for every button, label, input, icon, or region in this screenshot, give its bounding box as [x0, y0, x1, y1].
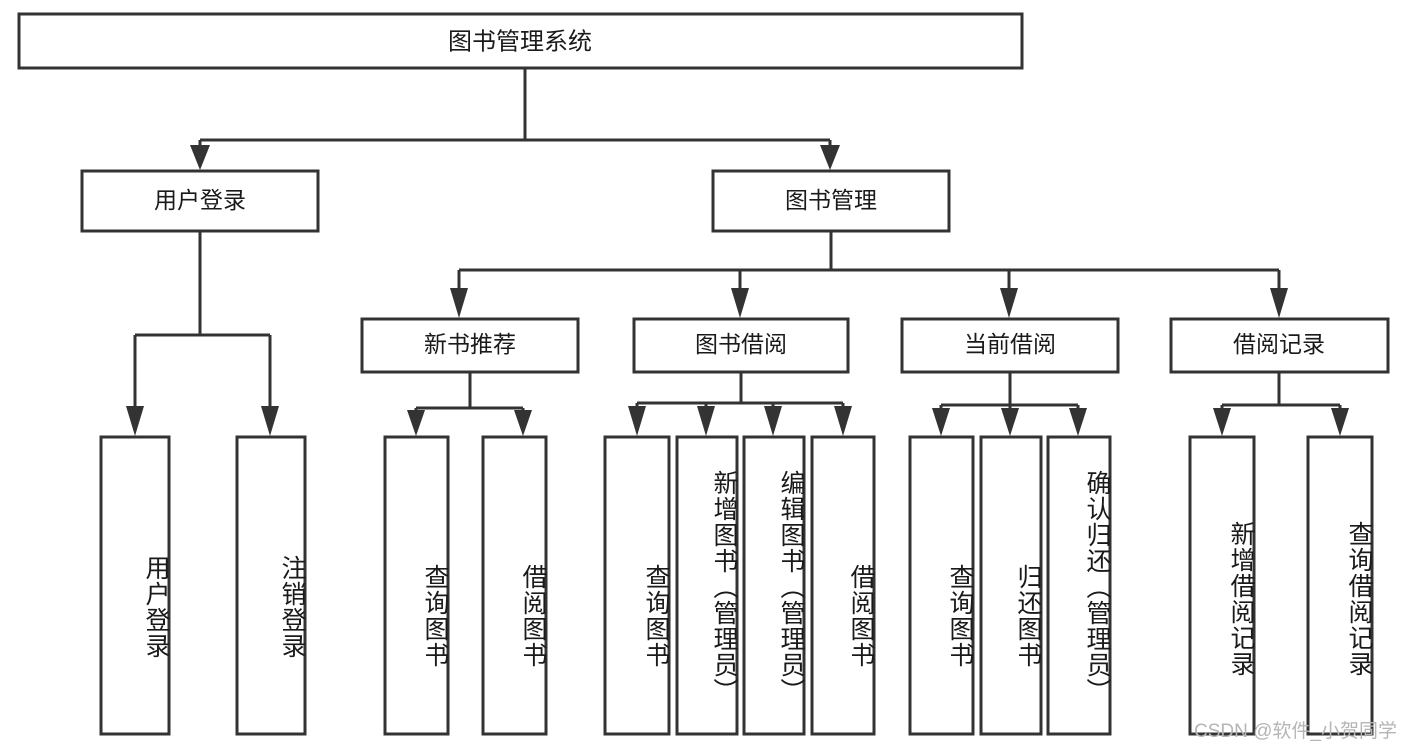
arrow-level3-0-icon — [450, 288, 468, 318]
arrow-currentborrow-leaf-1-icon — [1001, 408, 1019, 436]
arrow-level3-2-icon — [1000, 288, 1018, 318]
leaf-box-borrow-record-1[interactable] — [1306, 435, 1374, 736]
arrow-bookborrow-leaf-2-icon — [764, 406, 782, 436]
node-root[interactable]: 图书管理系统 — [17, 12, 1024, 70]
node-borrow-record-label: 借阅记录 — [1233, 331, 1325, 357]
node-borrow-record[interactable]: 借阅记录 — [1169, 317, 1390, 374]
node-root-label: 图书管理系统 — [448, 28, 592, 55]
leaf-box-current-borrow-0[interactable] — [908, 435, 975, 736]
leaf-box-new-book-1[interactable] — [481, 435, 548, 736]
arrow-newbook-leaf-1-icon — [514, 410, 532, 436]
leaf-box-user-login-1[interactable] — [235, 435, 307, 736]
arrow-level3-1-icon — [731, 288, 749, 318]
leaf-box-current-borrow-2[interactable] — [1046, 435, 1112, 736]
node-user-login-label: 用户登录 — [154, 187, 246, 213]
arrow-level3-3-icon — [1270, 288, 1288, 318]
arrow-borrowrecord-leaf-1-icon — [1331, 408, 1349, 436]
node-current-borrow[interactable]: 当前借阅 — [900, 317, 1120, 374]
node-book-borrow-label: 图书借阅 — [695, 331, 787, 357]
arrow-bookborrow-leaf-1-icon — [697, 406, 715, 436]
node-book-manage-label: 图书管理 — [785, 187, 877, 213]
arrow-bookborrow-leaf-3-icon — [834, 406, 852, 436]
node-new-book-recommend[interactable]: 新书推荐 — [360, 317, 580, 374]
node-book-borrow-box — [632, 317, 850, 374]
arrow-level2-1-icon — [820, 145, 840, 170]
node-current-borrow-label: 当前借阅 — [964, 331, 1056, 357]
arrow-user-login-leaf-0-icon — [126, 406, 144, 436]
node-current-borrow-box — [900, 317, 1120, 374]
arrow-level2-0-icon — [190, 145, 210, 170]
leaf-box-book-borrow-0[interactable] — [603, 435, 671, 736]
leaf-box-book-borrow-3[interactable] — [810, 435, 876, 736]
leaf-box-book-borrow-2[interactable] — [742, 435, 806, 736]
node-new-book-recommend-box — [360, 317, 580, 374]
leaf-box-book-borrow-1[interactable] — [675, 435, 739, 736]
node-book-borrow[interactable]: 图书借阅 — [632, 317, 850, 374]
arrow-newbook-leaf-0-icon — [407, 410, 425, 436]
leaf-box-current-borrow-1[interactable] — [979, 435, 1043, 736]
arrow-bookborrow-leaf-0-icon — [628, 406, 646, 436]
node-new-book-recommend-label: 新书推荐 — [424, 331, 516, 357]
node-book-manage[interactable]: 图书管理 — [711, 169, 951, 233]
node-user-login[interactable]: 用户登录 — [80, 169, 320, 233]
arrow-borrowrecord-leaf-0-icon — [1213, 408, 1231, 436]
arrow-user-login-leaf-1-icon — [261, 406, 279, 436]
arrow-currentborrow-leaf-0-icon — [932, 408, 950, 436]
leaf-box-new-book-0[interactable] — [383, 435, 450, 736]
node-borrow-record-box — [1169, 317, 1390, 374]
leaf-box-borrow-record-0[interactable] — [1188, 435, 1256, 736]
leaf-box-user-login-0[interactable] — [99, 435, 171, 736]
csdn-watermark: CSDN @软件_小贺同学 — [1194, 721, 1397, 742]
node-book-manage-box — [711, 169, 951, 233]
arrow-currentborrow-leaf-2-icon — [1069, 408, 1087, 436]
node-root-box — [17, 12, 1024, 70]
